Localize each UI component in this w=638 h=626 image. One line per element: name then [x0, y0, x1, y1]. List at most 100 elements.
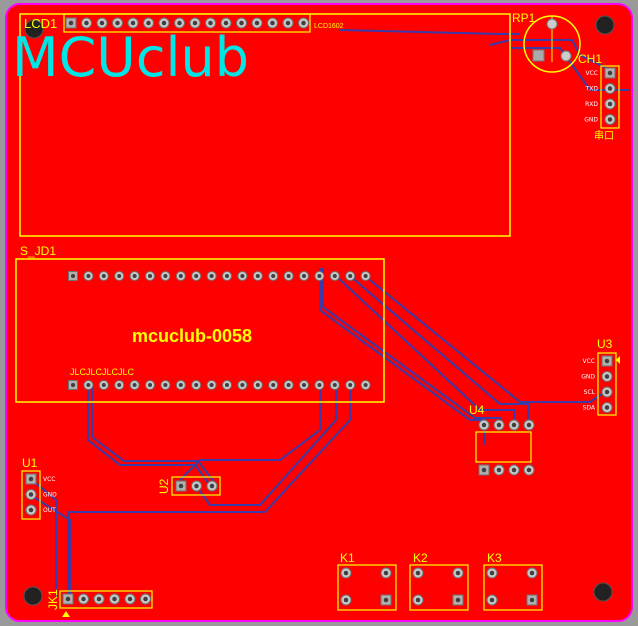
- mcu-outline: [15, 258, 385, 403]
- trace: [339, 29, 520, 35]
- u1-designator: U1: [22, 456, 38, 470]
- pin-label: VCC: [586, 70, 598, 77]
- pin-label: VCC: [583, 358, 595, 365]
- drill-hole: [286, 273, 291, 279]
- drill-hole: [529, 597, 535, 603]
- drill-hole: [317, 273, 322, 279]
- drill-hole: [28, 476, 34, 482]
- u4-designator: U4: [469, 403, 485, 417]
- jk-pins: [62, 593, 151, 605]
- drill-hole: [68, 20, 74, 26]
- drill-hole: [301, 20, 306, 26]
- trace: [87, 385, 211, 486]
- pin-label: GND: [581, 374, 595, 381]
- drill-hole: [161, 20, 167, 26]
- drill-hole: [286, 382, 291, 388]
- drill-hole: [143, 596, 148, 602]
- drill-hole: [604, 389, 610, 395]
- drill-hole: [86, 382, 91, 388]
- u3-pin1-marker: [616, 356, 620, 364]
- key-k3[interactable]: K3: [483, 551, 543, 611]
- key-outline: [337, 564, 397, 611]
- mounting-hole: [593, 582, 613, 602]
- drill-hole: [117, 382, 122, 388]
- u2-pins: [175, 480, 218, 492]
- lcd-pins: [65, 17, 309, 29]
- drill-hole: [130, 20, 136, 26]
- mounting-hole: [595, 15, 615, 35]
- mcu-designator: S_JD1: [20, 244, 56, 258]
- key-k2[interactable]: K2: [409, 551, 469, 611]
- lcd-value: LCD1602: [314, 23, 344, 30]
- jk-pin1-marker: [62, 611, 70, 617]
- u3-outline: [597, 352, 617, 416]
- drill-hole: [86, 273, 91, 279]
- drill-hole: [224, 273, 230, 279]
- drill-hole: [383, 570, 389, 576]
- drill-hole: [481, 422, 487, 428]
- pin-label: GND: [43, 492, 57, 499]
- trace: [179, 385, 321, 481]
- mounting-hole: [23, 586, 43, 606]
- drill-hole: [343, 570, 349, 576]
- drill-hole: [209, 382, 214, 388]
- drill-hole: [415, 597, 421, 603]
- drill-hole: [99, 20, 105, 26]
- drill-hole: [363, 382, 368, 388]
- drill-hole: [240, 273, 245, 279]
- drill-hole: [255, 273, 260, 279]
- drill-hole: [526, 422, 532, 428]
- u3-designator: U3: [597, 337, 613, 351]
- drill-hole: [363, 273, 368, 279]
- drill-hole: [127, 596, 133, 602]
- drill-hole: [481, 467, 487, 473]
- potentiometer: RP1: [512, 11, 581, 73]
- k1-designator: K1: [340, 551, 355, 565]
- drill-hole: [70, 273, 76, 279]
- drill-hole: [343, 597, 349, 603]
- drill-hole: [224, 382, 230, 388]
- mounting-hole: [24, 19, 44, 39]
- u4-chip: U4: [469, 403, 535, 476]
- u2-outline: [171, 476, 221, 496]
- key-k1[interactable]: K1: [337, 551, 397, 611]
- jk-header: JK1: [46, 589, 153, 617]
- drill-hole: [70, 382, 76, 388]
- trace: [67, 385, 351, 598]
- drill-hole: [455, 570, 461, 576]
- jk-outline: [59, 590, 153, 609]
- board-outline: [5, 3, 633, 622]
- u2-designator: U2: [157, 478, 171, 494]
- drill-hole: [511, 422, 517, 428]
- mcu-pins: [68, 271, 371, 390]
- drill-hole: [192, 20, 198, 26]
- lcd-designator: LCD1: [24, 16, 57, 31]
- trace: [195, 385, 337, 506]
- drill-hole: [607, 70, 613, 76]
- k3-designator: K3: [487, 551, 502, 565]
- mounting-holes: [23, 15, 615, 606]
- key-outline: [409, 564, 469, 611]
- lcd-module: LCD1 LCD1602: [19, 13, 511, 237]
- drill-hole: [489, 597, 495, 603]
- drill-hole: [254, 20, 260, 26]
- drill-hole: [28, 492, 34, 497]
- u4-pins: [478, 419, 535, 476]
- drill-hole: [132, 382, 137, 388]
- drill-hole: [209, 273, 214, 279]
- jk-designator: JK1: [46, 589, 60, 610]
- pin-label: VCC: [43, 476, 55, 483]
- ch-designator: CH1: [578, 52, 602, 66]
- drill-hole: [209, 483, 215, 489]
- ch-outline: [600, 65, 620, 129]
- drill-hole: [607, 86, 613, 91]
- pin-label: SDA: [583, 405, 596, 412]
- k2-designator: K2: [413, 551, 428, 565]
- drill-hole: [511, 467, 517, 473]
